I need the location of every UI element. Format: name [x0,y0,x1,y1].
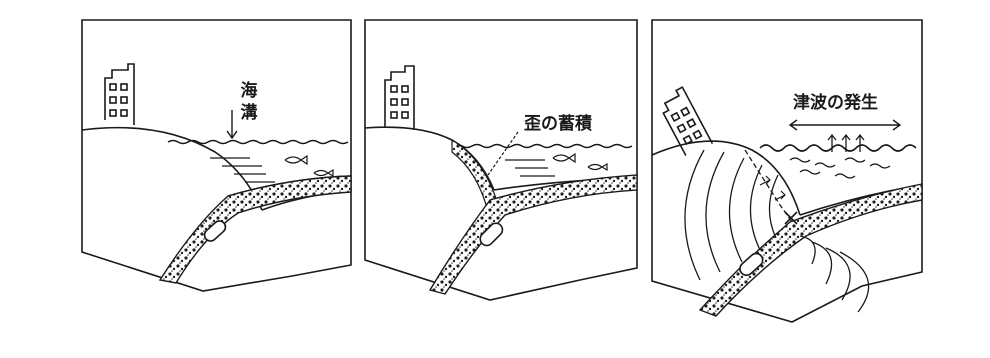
panel-3-frame [651,19,923,323]
panel-3-turbulence [789,157,891,179]
panel-1-sea-surface [167,139,349,145]
panel-1-ripples [210,157,275,183]
panel-1-land [81,126,263,211]
panel-3-slab-capsule [739,252,764,277]
fish-icon [284,154,308,166]
epicenter-mark-icon [784,211,798,225]
panel-1-slab-capsule [203,220,227,242]
panel-1-building [104,63,135,125]
trench-label: 溝 [241,102,258,123]
seismic-waves-left [684,149,779,281]
down-arrow-icon [226,110,238,140]
panel-2-building [384,65,415,130]
fish-icon [313,168,334,178]
strain-accumulation-label: 歪の蓄積 [524,113,593,134]
panel-2-frame [364,19,638,301]
panel-1-slab [158,175,352,284]
rupture-arrows-icon [759,175,786,201]
fish-icon [587,162,608,172]
panel-1-frame [81,19,352,292]
up-arrows-icon [827,133,865,152]
fish-icon [552,152,576,164]
panel-3-land [651,140,801,216]
fault-rupture-line [744,149,793,223]
pointer-line [487,131,519,176]
panel-3-slab [698,183,923,317]
panel-3: 津波の発生 [651,19,923,323]
panel-2-ripples [505,159,555,177]
panel-2: 歪の蓄積 [364,19,638,301]
panel-3-building-tilted [662,86,714,156]
seismic-waves-right [799,235,870,313]
panel-2-slab [428,174,638,295]
double-arrow-icon [788,119,902,131]
panel-1: 海 溝 [81,19,352,292]
panel-3-sea-surface [759,144,917,152]
trench-label: 海 [241,80,258,101]
panel-2-slab-capsule [479,222,504,247]
tsunami-generation-label: 津波の発生 [793,92,878,113]
panel-2-sea-surface [451,143,633,149]
